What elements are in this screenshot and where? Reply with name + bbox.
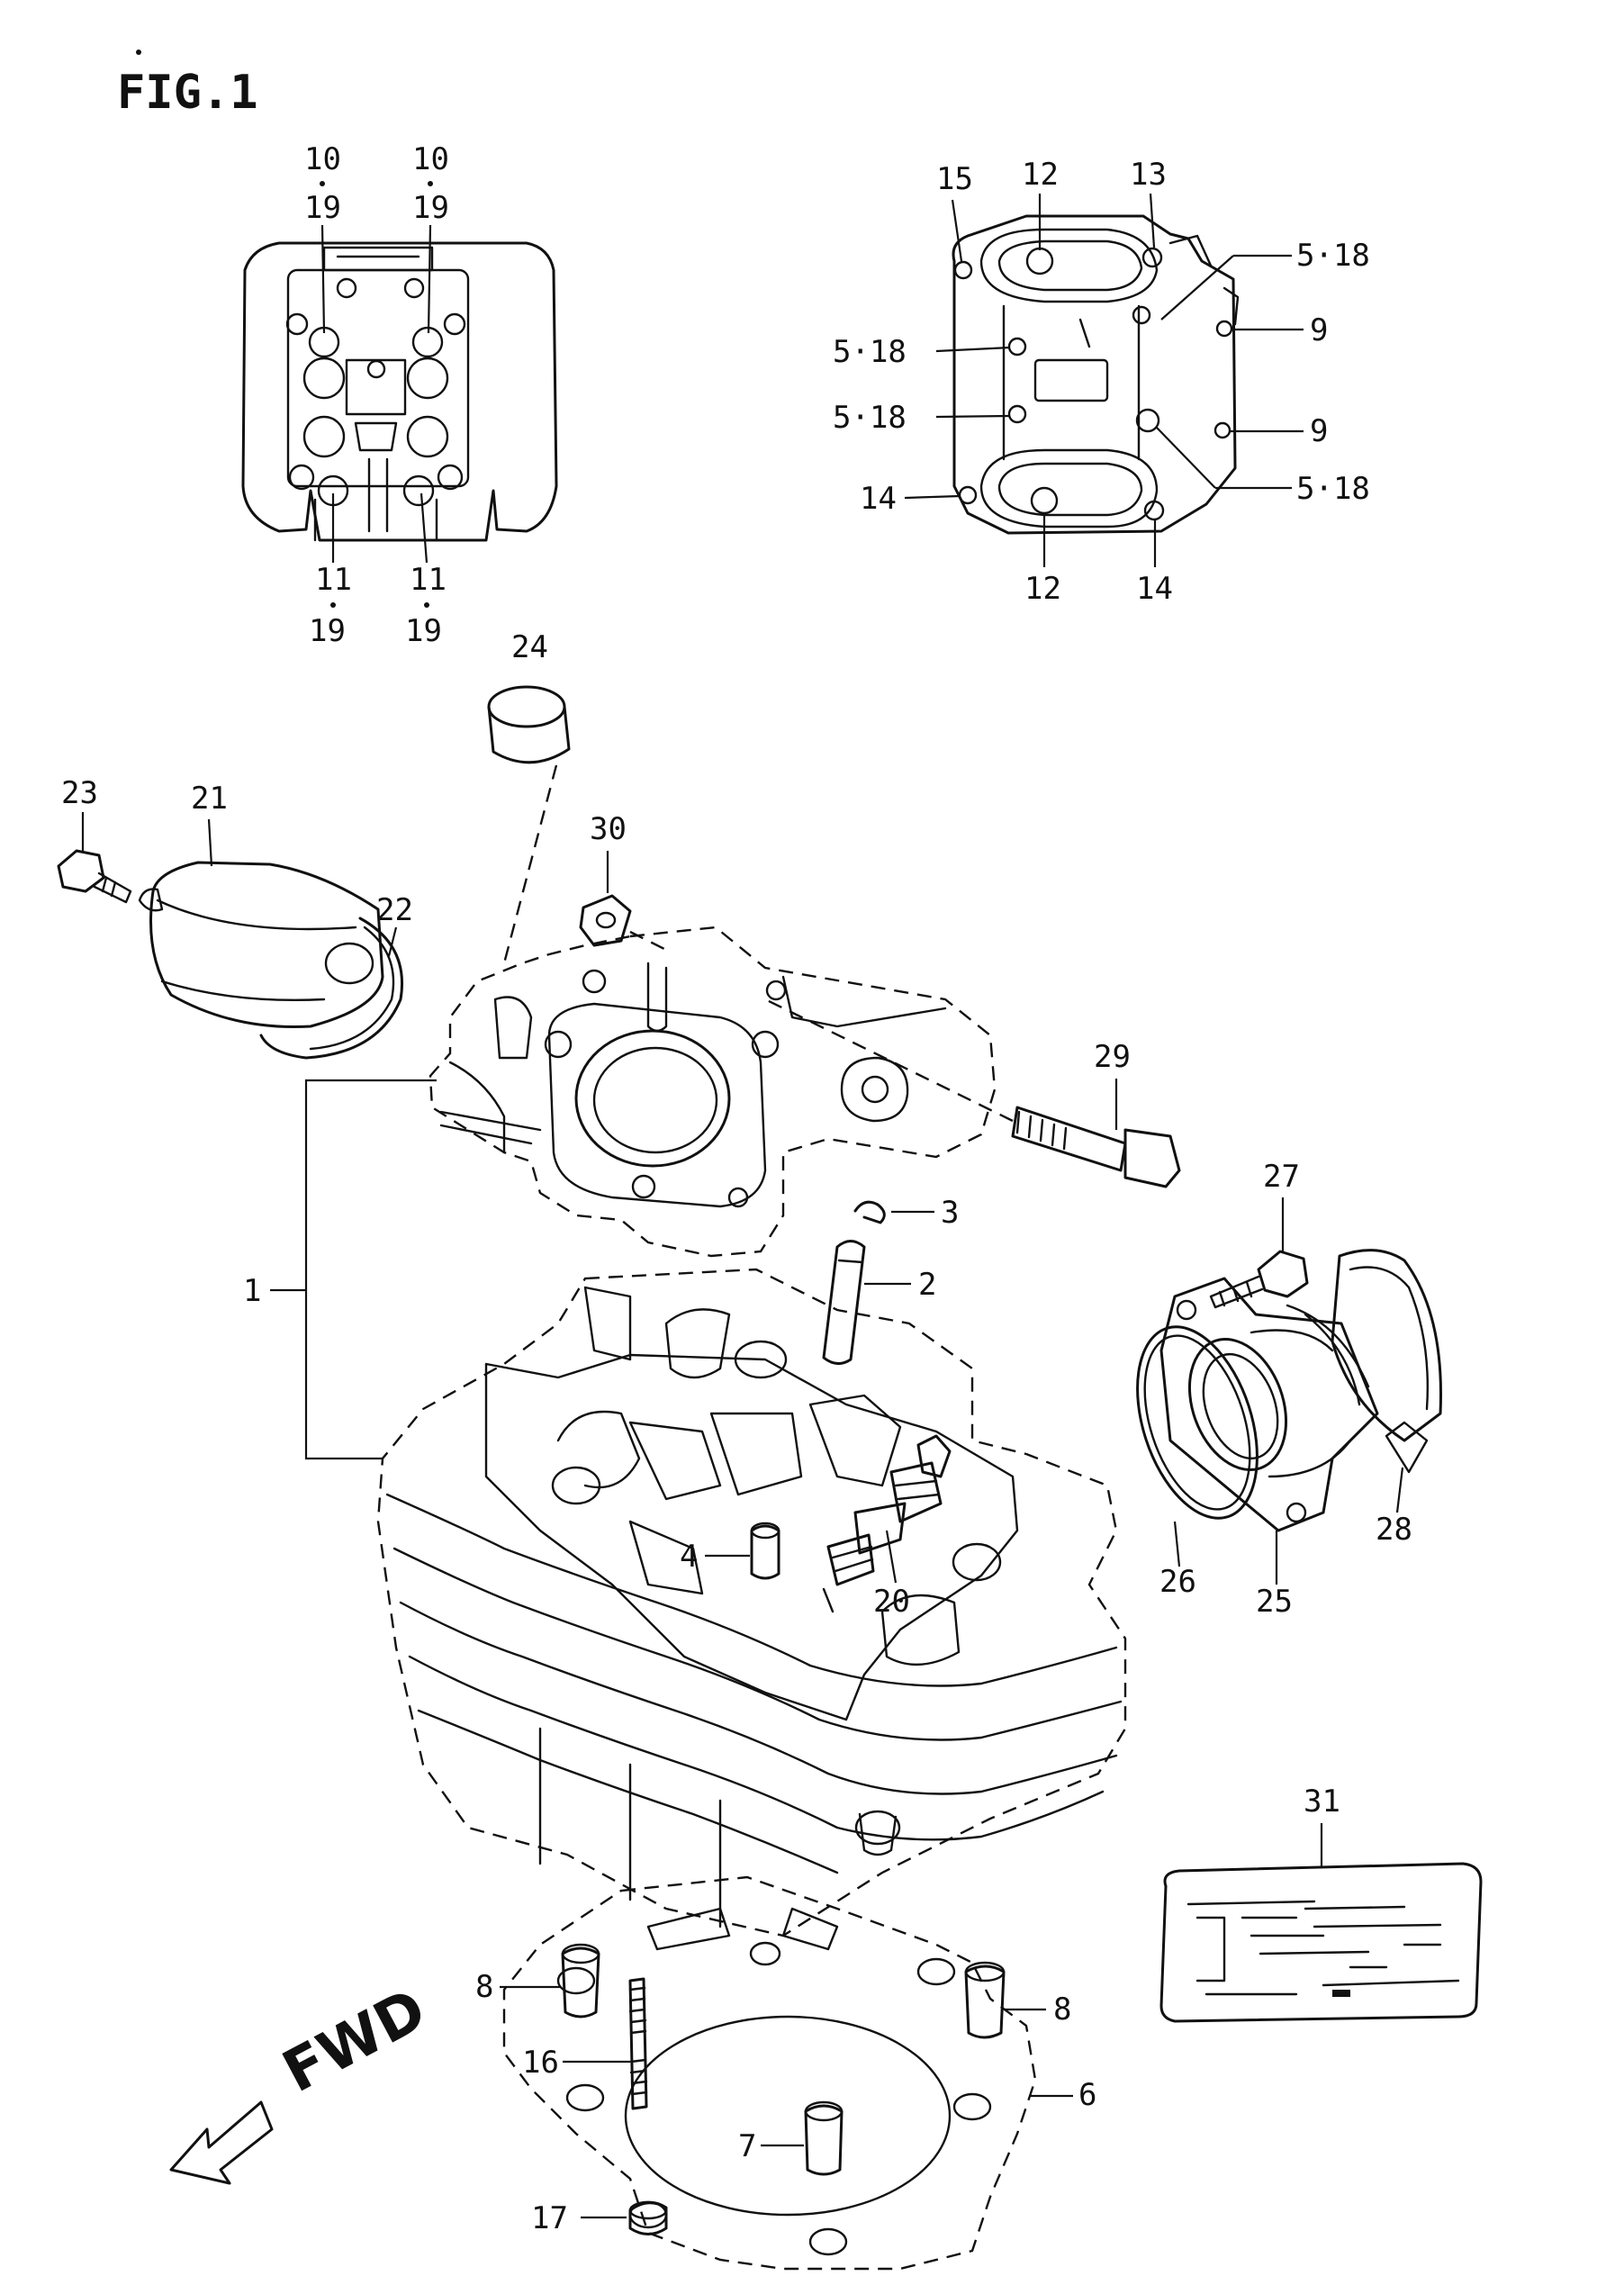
label-16: 16 <box>522 2045 559 2081</box>
label-8-left: 8 <box>475 1969 493 2005</box>
cylinder-head-cover <box>429 926 997 1258</box>
label-4: 4 <box>680 1539 698 1575</box>
label-5-18-left-a: 5·18 <box>833 334 907 370</box>
o-ring-26: 26 <box>1136 1325 1259 1600</box>
label-25: 25 <box>1256 1584 1293 1620</box>
inset-head-top-view <box>241 241 558 542</box>
label-20: 20 <box>873 1584 910 1620</box>
cover-21: 21 <box>138 781 384 1029</box>
label-26: 26 <box>1159 1564 1196 1600</box>
forward-arrow-icon <box>169 2100 274 2185</box>
label-29: 29 <box>1094 1039 1131 1075</box>
label-19-bottom-right: 19 <box>405 613 442 649</box>
label-9-upper: 9 <box>1310 312 1328 348</box>
bolt-29: 29 <box>764 998 1181 1188</box>
dowel-pin-4: 4 <box>680 1522 780 1580</box>
guide-pin-2: 2 <box>822 1240 936 1365</box>
label-5-18-left-b: 5·18 <box>833 400 907 436</box>
label-13: 13 <box>1130 157 1167 193</box>
fwd-label: FWD <box>273 1976 438 2106</box>
label-24: 24 <box>511 629 548 665</box>
assembly-bracket-1: 1 <box>243 1079 437 1460</box>
label-23: 23 <box>61 775 98 811</box>
label-10-left: 10 <box>304 141 341 177</box>
dowel-8-left: 8 <box>475 1943 600 2019</box>
washer-30: 30 <box>579 811 667 952</box>
forward-direction-indicator: FWD <box>169 1976 438 2185</box>
label-6: 6 <box>1078 2077 1096 2113</box>
dowel-7: 7 <box>738 2100 844 2176</box>
figure-title: FIG.1 <box>117 66 258 120</box>
label-5-18-top-right: 5·18 <box>1296 238 1370 274</box>
label-30: 30 <box>590 811 627 847</box>
bolt-27: 27 <box>1209 1159 1309 1309</box>
label-5-18-bottom-right: 5·18 <box>1296 471 1370 507</box>
inset-left-labels: 10 19 10 19 11 19 11 19 <box>304 141 449 649</box>
cylinder-head <box>376 1268 1127 1937</box>
label-12-bottom: 12 <box>1024 571 1061 607</box>
label-1: 1 <box>243 1273 261 1309</box>
bolt-23: 23 <box>57 775 132 904</box>
label-plate-31: 31 <box>1159 1784 1483 2023</box>
label-21: 21 <box>191 781 228 817</box>
label-22: 22 <box>376 892 413 928</box>
label-14-bottom: 14 <box>1136 571 1173 607</box>
label-12-top: 12 <box>1022 157 1059 193</box>
inset-right-labels: 15 12 13 5·18 5·18 5·18 9 9 14 5·18 12 1… <box>833 157 1370 607</box>
label-3: 3 <box>941 1195 959 1231</box>
clip-3: 3 <box>853 1195 959 1231</box>
label-9-lower: 9 <box>1310 413 1328 449</box>
label-11-right: 11 <box>410 562 447 598</box>
label-2: 2 <box>918 1267 936 1303</box>
label-8-right: 8 <box>1053 1991 1071 2028</box>
clamp-28: 28 <box>1331 1249 1442 1548</box>
label-27: 27 <box>1263 1159 1300 1195</box>
label-11-left: 11 <box>315 562 352 598</box>
label-19-bottom-left: 19 <box>309 613 346 649</box>
plug-cap-24: 24 <box>487 629 571 964</box>
label-7: 7 <box>738 2128 756 2164</box>
stud-bolt-16: 16 <box>522 1977 648 2110</box>
label-28: 28 <box>1376 1512 1412 1548</box>
o-ring-22: 22 <box>259 892 413 1060</box>
inset-head-bottom-view <box>952 214 1240 535</box>
label-15: 15 <box>936 161 973 197</box>
spark-plug-20: 20 <box>822 1434 952 1620</box>
dowel-8-right: 8 <box>964 1961 1071 2039</box>
label-10-right: 10 <box>412 141 449 177</box>
nut-17: 17 <box>531 2200 668 2236</box>
label-31: 31 <box>1304 1784 1340 1820</box>
label-14-left: 14 <box>860 481 897 517</box>
label-19-top-right: 19 <box>412 190 449 226</box>
label-19-top-left: 19 <box>304 190 341 226</box>
head-gasket-6: 6 <box>502 1875 1096 2271</box>
label-17: 17 <box>531 2200 568 2236</box>
